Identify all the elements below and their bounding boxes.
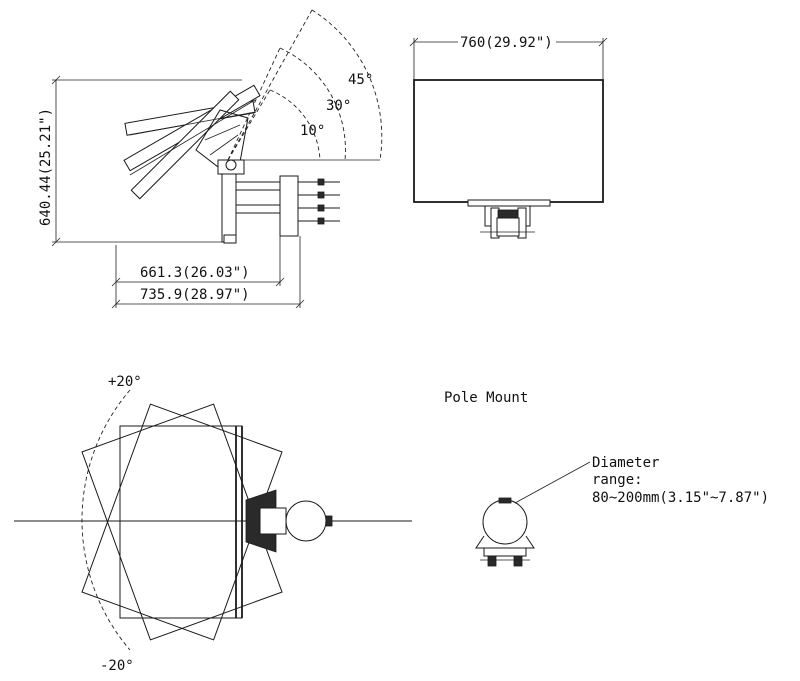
width-dimension-label: 760(29.92") [460,35,553,51]
front-panel [413,79,604,203]
rotated-panels [81,403,283,641]
side-bracket [195,109,340,244]
height-dimension-label: 640.44(25.21") [38,108,54,226]
angle-10-label: 10° [300,123,325,139]
depth-dimension-2-label: 735.9(28.97") [140,287,250,303]
diameter-label-line1: Diameter [592,455,659,471]
angle-plus-20-label: +20° [108,374,142,390]
tilted-panels [123,84,261,200]
pole-cross-section [482,499,528,545]
front-view: 760(29.92") [409,35,608,239]
top-view-pole [285,500,327,542]
angle-30-label: 30° [326,98,351,114]
pole-mount: Pole Mount Diameter range: 80~200mm(3.15… [444,390,769,567]
diameter-label-line3: 80~200mm(3.15"~7.87") [592,490,769,506]
diameter-label-line2: range: [592,472,643,488]
top-view: +20° -20° [14,374,412,674]
angle-minus-20-label: -20° [100,658,134,674]
angle-45-label: 45° [348,72,373,88]
diameter-leader-line [514,461,591,504]
side-view: 640.44(25.21") 45° 30° 10° [38,9,383,309]
depth-dimension-1-label: 661.3(26.03") [140,265,250,281]
top-bracket [245,489,333,553]
pole-mount-title: Pole Mount [444,390,528,406]
